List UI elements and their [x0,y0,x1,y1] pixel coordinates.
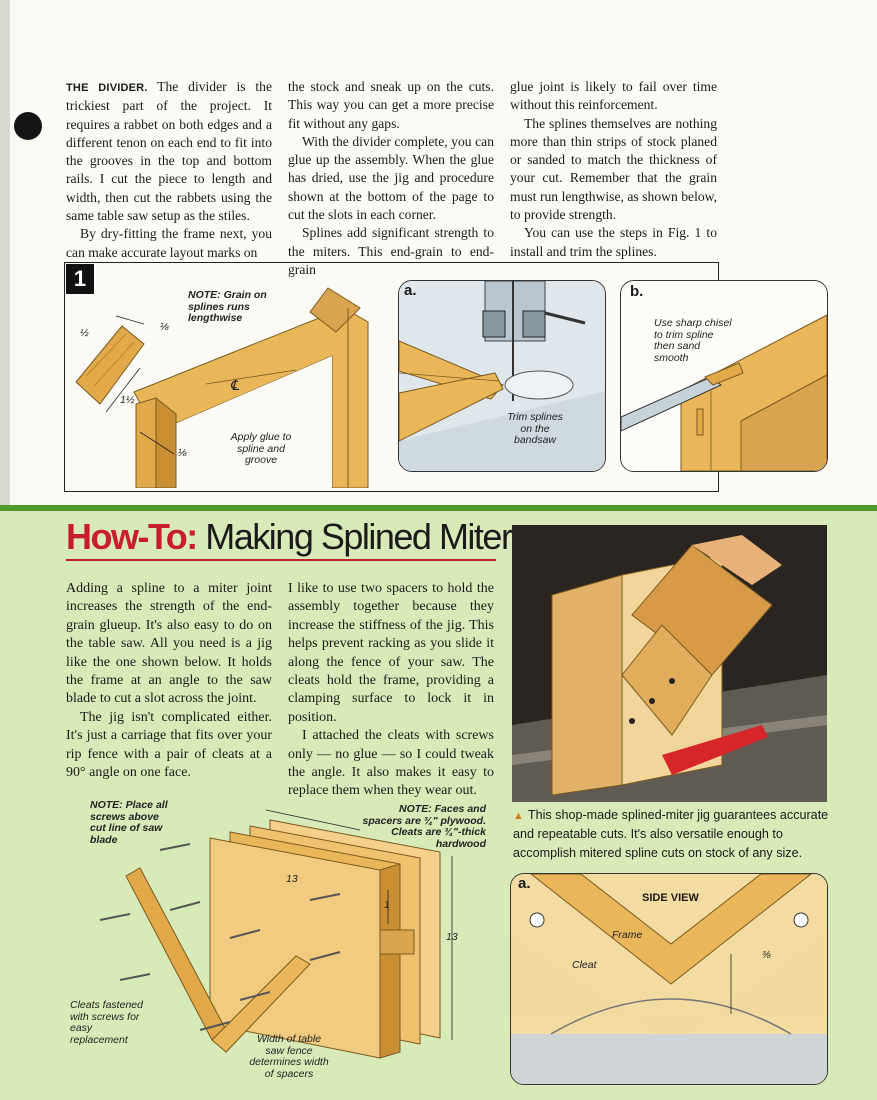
dim-13-side: 13 [446,931,458,943]
dim-eighth-top: ⅛ [160,321,169,333]
bandsaw-drawing [399,281,605,471]
figure-1-main-drawing [75,287,369,488]
side-view-frame-label: Frame [612,929,643,941]
jig-photo [512,525,827,802]
paragraph: By dry-fitting the frame next, you can m… [66,226,272,260]
howto-title-underline [66,559,496,561]
figure-1-panel-b [620,280,828,472]
paragraph: You can use the steps in Fig. 1 to insta… [510,225,717,259]
paragraph: The jig isn't complicated either. It's j… [66,709,272,781]
text-column-3: glue joint is likely to fail over time w… [510,78,717,261]
side-view-cleat-label: Cleat [572,959,597,971]
photo-caption: ▲This shop-made splined-miter jig guaran… [513,806,831,862]
dim-eighth-bottom: ⅛ [178,447,187,459]
fence-note: Width of table saw fence determines widt… [249,1033,329,1080]
paragraph: Adding a spline to a miter joint increas… [66,581,272,707]
paragraph: With the divider complete, you can glue … [288,133,494,223]
jig-note-screws: NOTE: Place all screws above cut line of… [90,799,168,846]
dim-one-half: 1½ [120,394,135,406]
panel-a-caption: Trim splines on the bandsaw [507,411,563,446]
glue-note: Apply glue to spline and groove [230,431,292,466]
jig-note-faces: NOTE: Faces and spacers are ¾" plywood. … [362,803,486,850]
paragraph: Splines add significant strength to the … [288,225,494,277]
paragraph: I like to use two spacers to hold the as… [288,581,494,725]
howto-title: How-To: Making Splined Miters [66,516,529,558]
panel-b-label: b. [630,283,644,300]
photo-caption-text: This shop-made splined-miter jig guarant… [513,808,829,860]
paragraph: glue joint is likely to fail over time w… [510,79,717,113]
side-view-drawing [511,874,827,1084]
panel-b-caption: Use sharp chisel to trim spline then san… [654,317,732,364]
binder-hole-top [14,112,42,140]
jig-photo-illustration [512,525,827,802]
paragraph: The divider is the trickiest part of the… [66,79,272,224]
dim-13-top: 13 [286,873,298,885]
dim-1: 1 [384,899,390,911]
side-view-dim: ⅜ [762,949,771,961]
paragraph: I attached the cleats with screws only —… [288,728,494,799]
runin-heading: THE DIVIDER. [66,82,148,94]
side-view-panel [510,873,828,1085]
paragraph: the stock and sneak up on the cuts. This… [288,79,494,131]
text-column-1: THE DIVIDER. The divider is the trickies… [66,78,272,262]
triangle-bullet-icon: ▲ [513,810,524,822]
cleats-note: Cleats fastened with screws for easy rep… [70,999,143,1046]
figure-number-badge: 1 [66,264,94,294]
howto-column-2: I like to use two spacers to hold the as… [288,580,494,801]
text-column-2: the stock and sneak up on the cuts. This… [288,78,494,279]
centerline-symbol: ℄ [230,377,239,393]
panel-a-label: a. [404,282,417,299]
paragraph: The splines themselves are nothing more … [510,115,717,223]
side-view-label: a. [518,875,531,892]
howto-title-lead: How-To: [66,516,198,557]
howto-rule [0,505,877,511]
chisel-drawing [621,281,827,471]
howto-column-1: Adding a spline to a miter joint increas… [66,580,272,782]
figure-1-panel-a [398,280,606,472]
jig-exploded-drawing [99,809,453,1059]
howto-title-rest: Making Splined Miters [205,516,529,557]
note-grain: NOTE: Grain on splines runs lengthwise [188,289,267,324]
dim-half: ½ [80,327,89,339]
side-view-title: SIDE VIEW [642,892,699,904]
